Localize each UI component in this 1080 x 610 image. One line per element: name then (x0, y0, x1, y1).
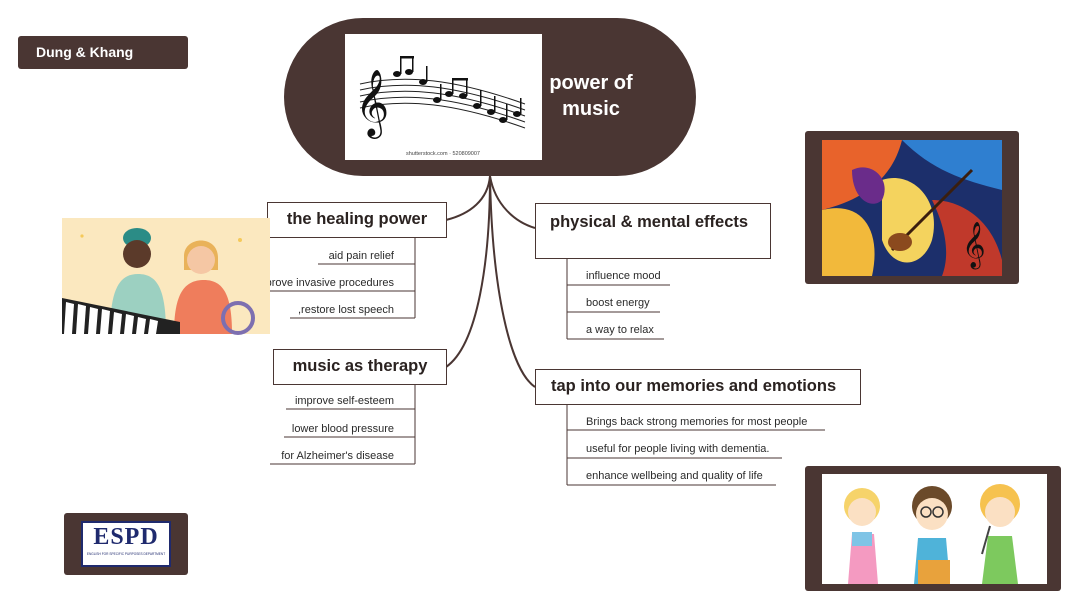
espd-logo-text: ESPD (93, 524, 159, 550)
leaf-item[interactable]: boost energy (586, 297, 650, 309)
leaf-item[interactable]: useful for people living with dementia. (586, 443, 770, 455)
branch-title: physical & mental effects (550, 213, 749, 231)
branch-title: tap into our memories and emotions (551, 377, 837, 395)
singing-kids-image (822, 474, 1047, 584)
singing-kids-frame (805, 466, 1061, 591)
central-topic-title: power of music (549, 72, 633, 120)
branch-healing-power[interactable]: the healing power (267, 202, 447, 238)
image-caption: shutterstock.com · 520809007 (406, 151, 480, 157)
abstract-music-painting-frame: 𝄞 (805, 131, 1019, 284)
espd-logo-subtext: ENGLISH FOR SPECIFIC PURPOSES DEPARTMENT (86, 552, 166, 556)
abstract-music-painting: 𝄞 (822, 140, 1002, 276)
leaf-item[interactable]: enhance wellbeing and quality of life (586, 470, 763, 482)
leaf-item[interactable]: influence mood (586, 270, 661, 282)
leaf-item[interactable]: ,restore lost speech (298, 304, 394, 316)
piano-players-image (62, 218, 270, 335)
branch-memories-emotions[interactable]: tap into our memories and emotions (535, 369, 861, 405)
svg-text:𝄞: 𝄞 (962, 222, 986, 270)
leaf-item[interactable]: Brings back strong memories for most peo… (586, 416, 808, 428)
leaf-item[interactable]: aid pain relief (328, 250, 394, 262)
music-notes-image: 𝄞 shutterstock.com · 520809007 (345, 34, 542, 160)
author-label: Dung & Khang (18, 36, 188, 69)
branch-music-therapy[interactable]: music as therapy (273, 349, 447, 385)
leaf-item[interactable]: Improve invasive procedures (253, 277, 394, 289)
branch-title: music as therapy (292, 357, 428, 375)
espd-logo-frame: ESPD ENGLISH FOR SPECIFIC PURPOSES DEPAR… (64, 513, 188, 575)
leaf-item[interactable]: lower blood pressure (291, 423, 394, 435)
leaf-item[interactable]: a way to relax (586, 324, 654, 336)
branch-physical-mental[interactable]: physical & mental effects (535, 203, 771, 259)
leaf-item[interactable]: for Alzheimer's disease (281, 450, 394, 462)
leaf-item[interactable]: improve self-esteem (294, 395, 394, 407)
espd-logo: ESPD ENGLISH FOR SPECIFIC PURPOSES DEPAR… (81, 521, 171, 567)
branch-title: the healing power (286, 210, 428, 228)
svg-text:𝄞: 𝄞 (355, 68, 389, 139)
